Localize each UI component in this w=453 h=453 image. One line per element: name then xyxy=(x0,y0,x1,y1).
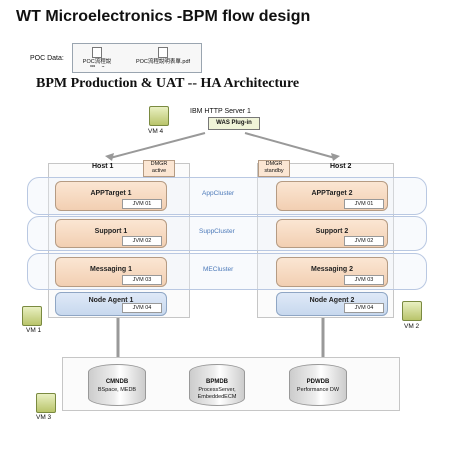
host2-apptarget: APPTarget 2 xyxy=(276,181,388,211)
db-detail: ProcessServer, EmbeddedECM xyxy=(197,387,237,400)
server-icon xyxy=(149,106,169,126)
server-icon xyxy=(22,306,42,326)
cluster-label: AppCluster xyxy=(202,190,235,197)
http-server-label: IBM HTTP Server 1 xyxy=(190,108,251,115)
host2-dmgr: DMGR standby xyxy=(258,160,290,177)
server-icon xyxy=(36,393,56,413)
component-name: Support 2 xyxy=(315,228,349,235)
pdf-file-icon xyxy=(158,47,168,58)
host2-label: Host 2 xyxy=(330,163,352,170)
cluster-label: SuppCluster xyxy=(199,228,235,235)
db-name: PDWDB xyxy=(306,379,330,385)
poc-data-label: POC Data: xyxy=(30,55,64,62)
host2-messaging: Messaging 2 xyxy=(276,257,388,287)
component-name: Node Agent 1 xyxy=(88,297,134,304)
attachment-1[interactable]: POC流程說明.pdf xyxy=(77,47,117,67)
jvm-badge: JVM 04 xyxy=(344,303,384,313)
page-title: WT Microelectronics -BPM flow design xyxy=(16,8,311,25)
component-name: Messaging 2 xyxy=(310,266,353,273)
arrow-head xyxy=(105,153,114,161)
host1-dmgr: DMGR active xyxy=(143,160,175,177)
jvm-badge: JVM 01 xyxy=(122,199,162,209)
dmgr-label: DMGR xyxy=(150,161,168,167)
dmgr-state: standby xyxy=(264,168,284,174)
was-plugin: WAS Plug-in xyxy=(208,117,260,130)
cmndb-cylinder: CMNDB BSpace, MEDB xyxy=(88,364,146,406)
jvm-badge: JVM 01 xyxy=(344,199,384,209)
pdf-file-icon xyxy=(92,47,102,58)
attachment-2-label: POC流程說明表單.pdf xyxy=(135,59,191,65)
component-name: Support 1 xyxy=(94,228,128,235)
jvm-badge: JVM 02 xyxy=(344,236,384,246)
db-detail: Performance DW xyxy=(296,387,340,393)
vm1-label: VM 1 xyxy=(26,327,42,334)
diagram-title: BPM Production & UAT -- HA Architecture xyxy=(36,76,300,91)
jvm-badge: JVM 03 xyxy=(344,275,384,285)
cluster-label: MECluster xyxy=(203,266,234,273)
component-name: Messaging 1 xyxy=(89,266,132,273)
db-name: CMNDB xyxy=(105,379,129,385)
server-to-host1-line xyxy=(109,132,206,159)
db-name: BPMDB xyxy=(206,379,228,385)
poc-attachments: POC流程說明.pdf POC流程說明表單.pdf xyxy=(72,43,202,73)
pdwdb-cylinder: PDWDB Performance DW xyxy=(289,364,347,406)
vm3-label: VM 3 xyxy=(36,414,52,421)
jvm-badge: JVM 04 xyxy=(122,303,162,313)
component-name: APPTarget 1 xyxy=(90,190,132,197)
arrow-head xyxy=(331,153,340,161)
component-name: Node Agent 2 xyxy=(309,297,355,304)
bpmdb-cylinder: BPMDB ProcessServer, EmbeddedECM xyxy=(189,364,245,406)
db-detail: BSpace, MEDB xyxy=(97,387,137,393)
host1-label: Host 1 xyxy=(92,163,114,170)
dmgr-state: active xyxy=(151,168,167,174)
dmgr-label: DMGR xyxy=(265,161,283,167)
component-name: APPTarget 2 xyxy=(311,190,353,197)
attachment-1-label: POC流程說明.pdf xyxy=(82,59,112,67)
jvm-badge: JVM 02 xyxy=(122,236,162,246)
jvm-badge: JVM 03 xyxy=(122,275,162,285)
server-to-host2-line xyxy=(244,132,336,159)
attachment-2[interactable]: POC流程說明表單.pdf xyxy=(133,47,193,67)
server-icon xyxy=(402,301,422,321)
vm4-label: VM 4 xyxy=(148,128,164,135)
vm2-label: VM 2 xyxy=(404,323,420,330)
